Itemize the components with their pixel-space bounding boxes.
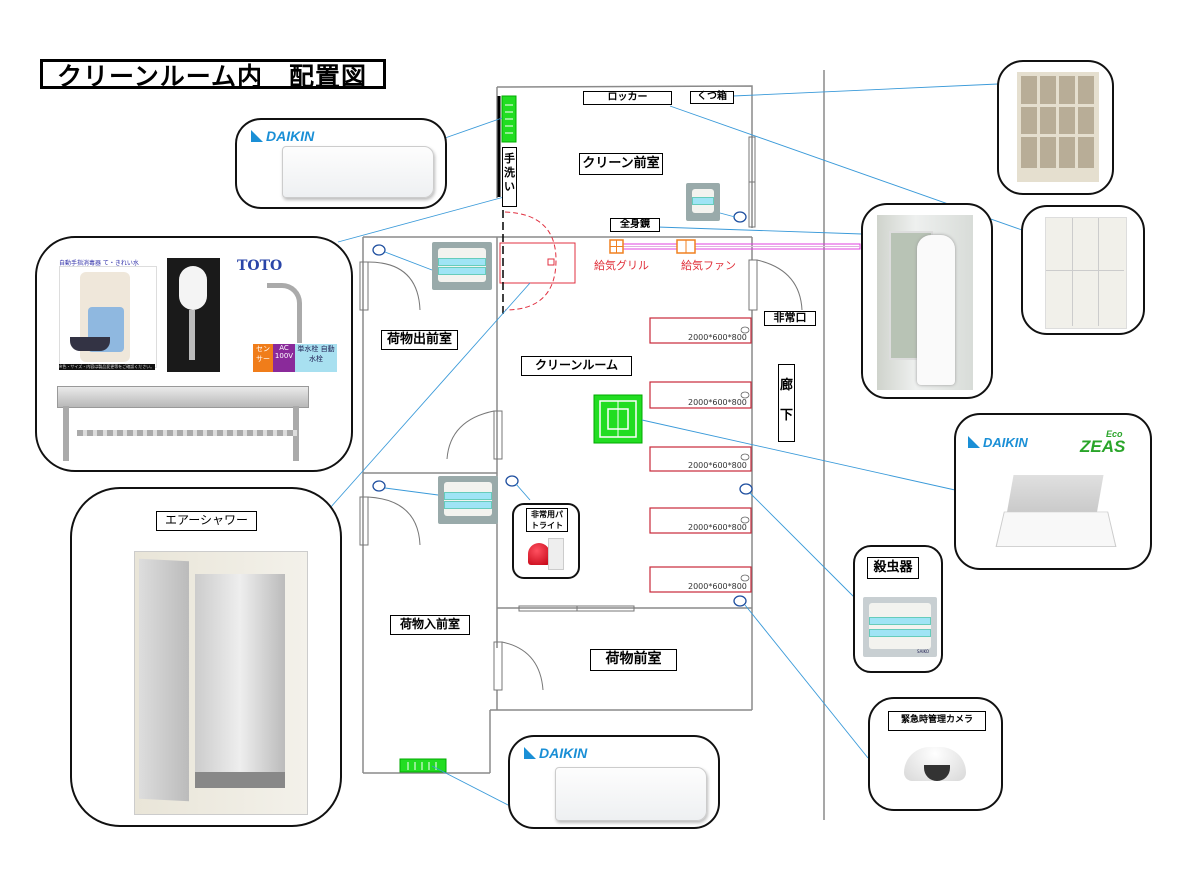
dome-camera-image bbox=[904, 747, 966, 781]
eco-label: Eco bbox=[1106, 429, 1123, 439]
corridor-label: 廊下 bbox=[778, 364, 795, 442]
sensor-circles bbox=[372, 211, 753, 607]
walls bbox=[362, 70, 825, 820]
ceiling-cassette-ac-card: DAIKIN Eco ZEAS bbox=[954, 413, 1152, 570]
insect-killer-cargo-in bbox=[438, 476, 498, 524]
faucet-tag-ac100v: AC 100V bbox=[273, 344, 295, 372]
daikin-wall-ac-card-top: DAIKIN bbox=[235, 118, 447, 209]
sink-table-image bbox=[57, 386, 309, 408]
shoe-rack-card bbox=[997, 60, 1114, 195]
faucet-tag-sensor: センサー bbox=[253, 344, 273, 372]
supply-duct bbox=[609, 239, 861, 254]
supply-fan-label: 給気ファン bbox=[681, 259, 736, 272]
locker-label: ロッカー bbox=[583, 91, 672, 105]
insect-killer-cargo-out bbox=[432, 242, 492, 290]
wall-top bbox=[496, 85, 753, 228]
bench-dims-1: 2000*600*800 bbox=[688, 333, 747, 342]
dispenser-caption: 自動手指消毒器 て・きれい水 bbox=[59, 260, 139, 267]
room-label-cleanroom: クリーンルーム bbox=[521, 356, 632, 376]
insect-killer-anteroom bbox=[686, 183, 720, 221]
locker-image bbox=[1045, 217, 1127, 329]
daikin-wall-ac-card-bottom: DAIKIN bbox=[508, 735, 720, 829]
air-shower-label: エアーシャワー bbox=[156, 511, 257, 531]
manual-faucet-image bbox=[167, 258, 220, 372]
insect-killer-image bbox=[863, 597, 937, 657]
daikin-logo: DAIKIN bbox=[251, 128, 314, 144]
zeas-logo: ZEAS bbox=[1080, 437, 1126, 456]
faucet-tag-auto: 単水栓 自動水栓 bbox=[295, 344, 337, 372]
patlite-card: 非常用パトライト bbox=[512, 503, 580, 579]
benches bbox=[649, 317, 752, 593]
emergency-exit-label: 非常口 bbox=[764, 311, 816, 326]
room-label-cargo-in-anteroom: 荷物入前室 bbox=[390, 615, 470, 635]
shoe-rack-label: くつ箱 bbox=[690, 91, 734, 104]
doors bbox=[359, 136, 803, 691]
insect-killer-card: 殺虫器 SAIKO bbox=[853, 545, 943, 673]
patlite-icon bbox=[528, 543, 550, 565]
room-label-cargo-out-anteroom: 荷物出前室 bbox=[381, 330, 458, 350]
ac-slats bbox=[407, 104, 513, 770]
air-shower-plan bbox=[499, 211, 576, 311]
page-title: クリーンルーム内 配置図 bbox=[40, 59, 386, 91]
hand-sanitizer-dispenser-image bbox=[59, 266, 157, 368]
ceiling-cassette-image bbox=[995, 475, 1117, 555]
handwash-label: 手洗い bbox=[502, 147, 517, 207]
shoe-rack-image bbox=[1017, 72, 1099, 182]
handwash-equipment-card: 自動手指消毒器 て・きれい水 ※色・サイズ・内容は製品変更等をご確認ください。 … bbox=[35, 236, 353, 472]
wall-ac-image bbox=[555, 767, 707, 821]
leader-lines bbox=[329, 83, 1023, 807]
full-mirror-photo bbox=[877, 215, 973, 390]
emergency-camera-card: 緊急時管理カメラ bbox=[868, 697, 1003, 811]
bench-dims-5: 2000*600*800 bbox=[688, 582, 747, 591]
camera-label: 緊急時管理カメラ bbox=[888, 711, 986, 731]
bench-dims-2: 2000*600*800 bbox=[688, 398, 747, 407]
locker-card bbox=[1021, 205, 1145, 335]
toto-logo: TOTO bbox=[237, 258, 283, 274]
saiko-logo: SAIKO bbox=[917, 649, 930, 654]
full-mirror-label: 全身鏡 bbox=[610, 218, 660, 232]
air-shower-image bbox=[134, 551, 308, 815]
daikin-logo: DAIKIN bbox=[968, 435, 1028, 450]
bench-dims-3: 2000*600*800 bbox=[688, 461, 747, 470]
ac-indoor-units bbox=[399, 95, 643, 773]
wall-ac-image bbox=[282, 146, 434, 198]
full-mirror-card bbox=[861, 203, 993, 399]
daikin-logo: DAIKIN bbox=[524, 745, 587, 761]
room-label-cargo-anteroom: 荷物前室 bbox=[590, 649, 677, 671]
air-shower-card: エアーシャワー bbox=[70, 487, 342, 827]
patlite-label: 非常用パトライト bbox=[526, 508, 568, 532]
room-label-clean-anteroom: クリーン前室 bbox=[579, 153, 663, 175]
sensor-faucet-image bbox=[267, 283, 302, 343]
bench-dims-4: 2000*600*800 bbox=[688, 523, 747, 532]
insect-killer-label: 殺虫器 bbox=[867, 557, 919, 579]
dispenser-note: ※色・サイズ・内容は製品変更等をご確認ください。 bbox=[59, 364, 155, 370]
supply-grille-label: 給気グリル bbox=[594, 259, 649, 272]
